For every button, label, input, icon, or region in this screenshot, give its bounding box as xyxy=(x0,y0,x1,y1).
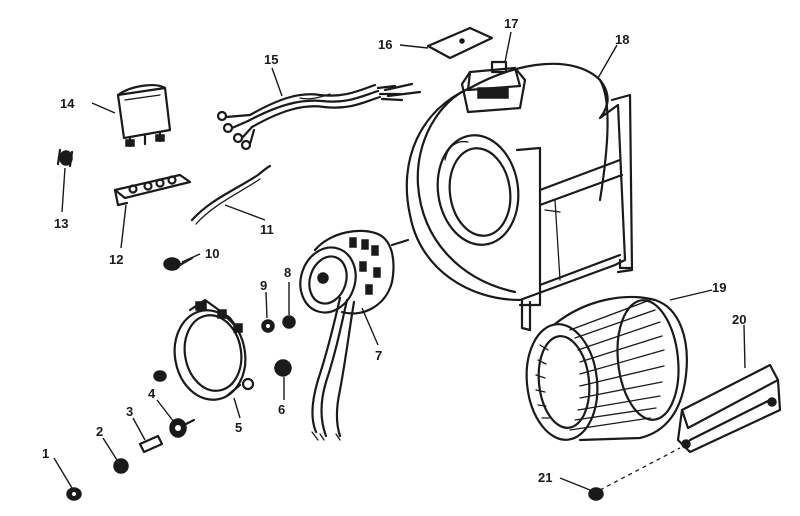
grommet-icon xyxy=(274,359,292,377)
washer-icon xyxy=(261,319,275,333)
part-label-7: 7 xyxy=(375,348,382,363)
part-label-11: 11 xyxy=(260,222,274,237)
motor-mount-ring-icon xyxy=(153,298,255,401)
part-label-19: 19 xyxy=(712,280,726,295)
part-label-12: 12 xyxy=(109,252,123,267)
part-label-6: 6 xyxy=(278,402,285,417)
wire-icon xyxy=(190,164,272,225)
part-label-20: 20 xyxy=(732,312,746,327)
part-label-10: 10 xyxy=(205,246,219,261)
washer-icon xyxy=(113,458,129,474)
leader-lines xyxy=(53,31,746,491)
part-label-14: 14 xyxy=(60,96,75,111)
part-label-13: 13 xyxy=(54,216,68,231)
nut-icon xyxy=(282,315,296,329)
part-label-3: 3 xyxy=(126,404,133,419)
screw-icon xyxy=(66,487,82,501)
cover-plate-icon xyxy=(426,26,494,60)
part-label-2: 2 xyxy=(96,424,103,439)
capacitor-icon xyxy=(116,84,172,148)
part-label-5: 5 xyxy=(235,420,242,435)
sleeve-icon xyxy=(138,434,164,454)
blower-housing-icon xyxy=(405,62,634,332)
screw-icon xyxy=(588,487,604,501)
part-label-21: 21 xyxy=(538,470,552,485)
part-label-4: 4 xyxy=(148,386,156,401)
part-label-8: 8 xyxy=(284,265,291,280)
nut-icon xyxy=(169,418,196,438)
cutoff-plate-icon xyxy=(676,363,782,454)
part-labels: 1 2 3 4 5 6 7 8 9 10 11 12 13 14 15 16 1… xyxy=(42,16,746,485)
blower-wheel-icon xyxy=(525,295,688,442)
blower-motor-icon xyxy=(299,229,410,441)
part-label-1: 1 xyxy=(42,446,49,461)
terminal-board-icon xyxy=(113,173,192,207)
part-label-15: 15 xyxy=(264,52,278,67)
part-label-17: 17 xyxy=(504,16,518,31)
wire-nut-icon xyxy=(56,148,74,168)
part-label-9: 9 xyxy=(260,278,267,293)
junction-box-icon xyxy=(460,60,527,114)
wiring-harness-icon xyxy=(216,82,422,151)
part-label-16: 16 xyxy=(378,37,392,52)
part-label-18: 18 xyxy=(615,32,629,47)
